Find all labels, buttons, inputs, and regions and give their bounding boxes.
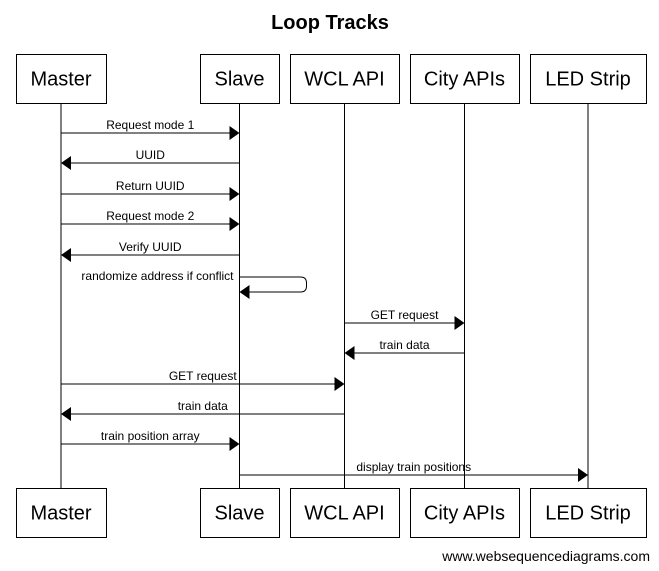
message-line: [239, 276, 307, 293]
participant-label: City APIs: [424, 503, 505, 525]
message-return-uuid: Return UUID: [61, 179, 240, 201]
participant-box: [410, 54, 520, 104]
message-arrowhead: [229, 437, 240, 451]
message-label: UUID: [136, 148, 166, 162]
participant-wcl-api-top: WCL API: [290, 54, 400, 104]
message-label: GET request: [371, 308, 439, 322]
message-arrowhead: [61, 248, 71, 262]
participant-led-strip-top: LED Strip: [530, 54, 647, 104]
message-arrowhead: [578, 468, 588, 482]
message-label: Return UUID: [116, 179, 185, 193]
message-arrowhead: [229, 217, 240, 231]
participant-box: [410, 488, 520, 538]
participant-box: [16, 488, 107, 538]
participant-wcl-api-bottom: WCL API: [290, 488, 400, 538]
message-label: Verify UUID: [119, 240, 182, 254]
message-train-position-array: train position array: [61, 429, 240, 451]
message-verify-uuid: Verify UUID: [61, 240, 240, 262]
message-get-request: GET request: [61, 369, 345, 391]
participant-city-apis-top: City APIs: [410, 54, 520, 104]
participant-label: Slave: [214, 503, 264, 525]
participant-box: [290, 488, 400, 538]
message-label: train data: [379, 338, 429, 352]
message-randomize-address-if-conflict: randomize address if conflict: [81, 269, 307, 299]
participant-box: [530, 488, 647, 538]
participant-label: City APIs: [424, 69, 505, 91]
message-label: Request mode 2: [106, 209, 194, 223]
message-label: train position array: [101, 429, 200, 443]
participant-slave-top: Slave: [200, 54, 280, 104]
participant-box: [530, 54, 647, 104]
participant-city-apis-bottom: City APIs: [410, 488, 520, 538]
message-arrowhead: [61, 156, 71, 170]
participant-label: Slave: [214, 69, 264, 91]
participant-box: [290, 54, 400, 104]
participant-label: LED Strip: [545, 69, 631, 91]
participant-master-bottom: Master: [16, 488, 107, 538]
participant-label: Master: [30, 69, 91, 91]
participant-label: LED Strip: [545, 503, 631, 525]
participant-slave-bottom: Slave: [200, 488, 280, 538]
participant-label: WCL API: [304, 69, 384, 91]
message-label: GET request: [169, 369, 237, 383]
footer-watermark: www.websequencediagrams.com: [441, 548, 650, 564]
message-arrowhead: [334, 377, 345, 391]
message-arrowhead: [61, 407, 71, 421]
participant-box: [200, 54, 280, 104]
message-arrowhead: [229, 187, 240, 201]
message-arrowhead: [229, 126, 240, 140]
message-label: train data: [178, 399, 228, 413]
participant-box: [16, 54, 107, 104]
message-train-data: train data: [344, 338, 465, 360]
message-request-mode-2: Request mode 2: [61, 209, 240, 231]
participant-label: WCL API: [304, 503, 384, 525]
participant-box: [200, 488, 280, 538]
message-label: display train positions: [356, 460, 471, 474]
message-request-mode-1: Request mode 1: [61, 118, 240, 140]
message-arrowhead: [454, 316, 465, 330]
participants-bottom: Master Slave WCL API City APIs LED Strip: [16, 488, 647, 538]
message-label: randomize address if conflict: [81, 269, 234, 283]
participant-master-top: Master: [16, 54, 107, 104]
participant-led-strip-bottom: LED Strip: [530, 488, 647, 538]
message-arrowhead: [239, 285, 250, 299]
message-uuid: UUID: [61, 148, 240, 170]
message-label: Request mode 1: [106, 118, 194, 132]
messages: Request mode 1 UUID Return UUID Request mod…: [61, 118, 588, 482]
message-arrowhead: [344, 346, 355, 360]
diagram-title: Loop Tracks: [271, 12, 389, 34]
lifelines: [60, 103, 589, 488]
message-train-data: train data: [61, 399, 345, 421]
message-get-request: GET request: [344, 308, 465, 330]
participants-top: Master Slave WCL API City APIs LED Strip: [16, 54, 647, 104]
participant-label: Master: [30, 503, 91, 525]
message-display-train-positions: display train positions: [239, 460, 588, 482]
